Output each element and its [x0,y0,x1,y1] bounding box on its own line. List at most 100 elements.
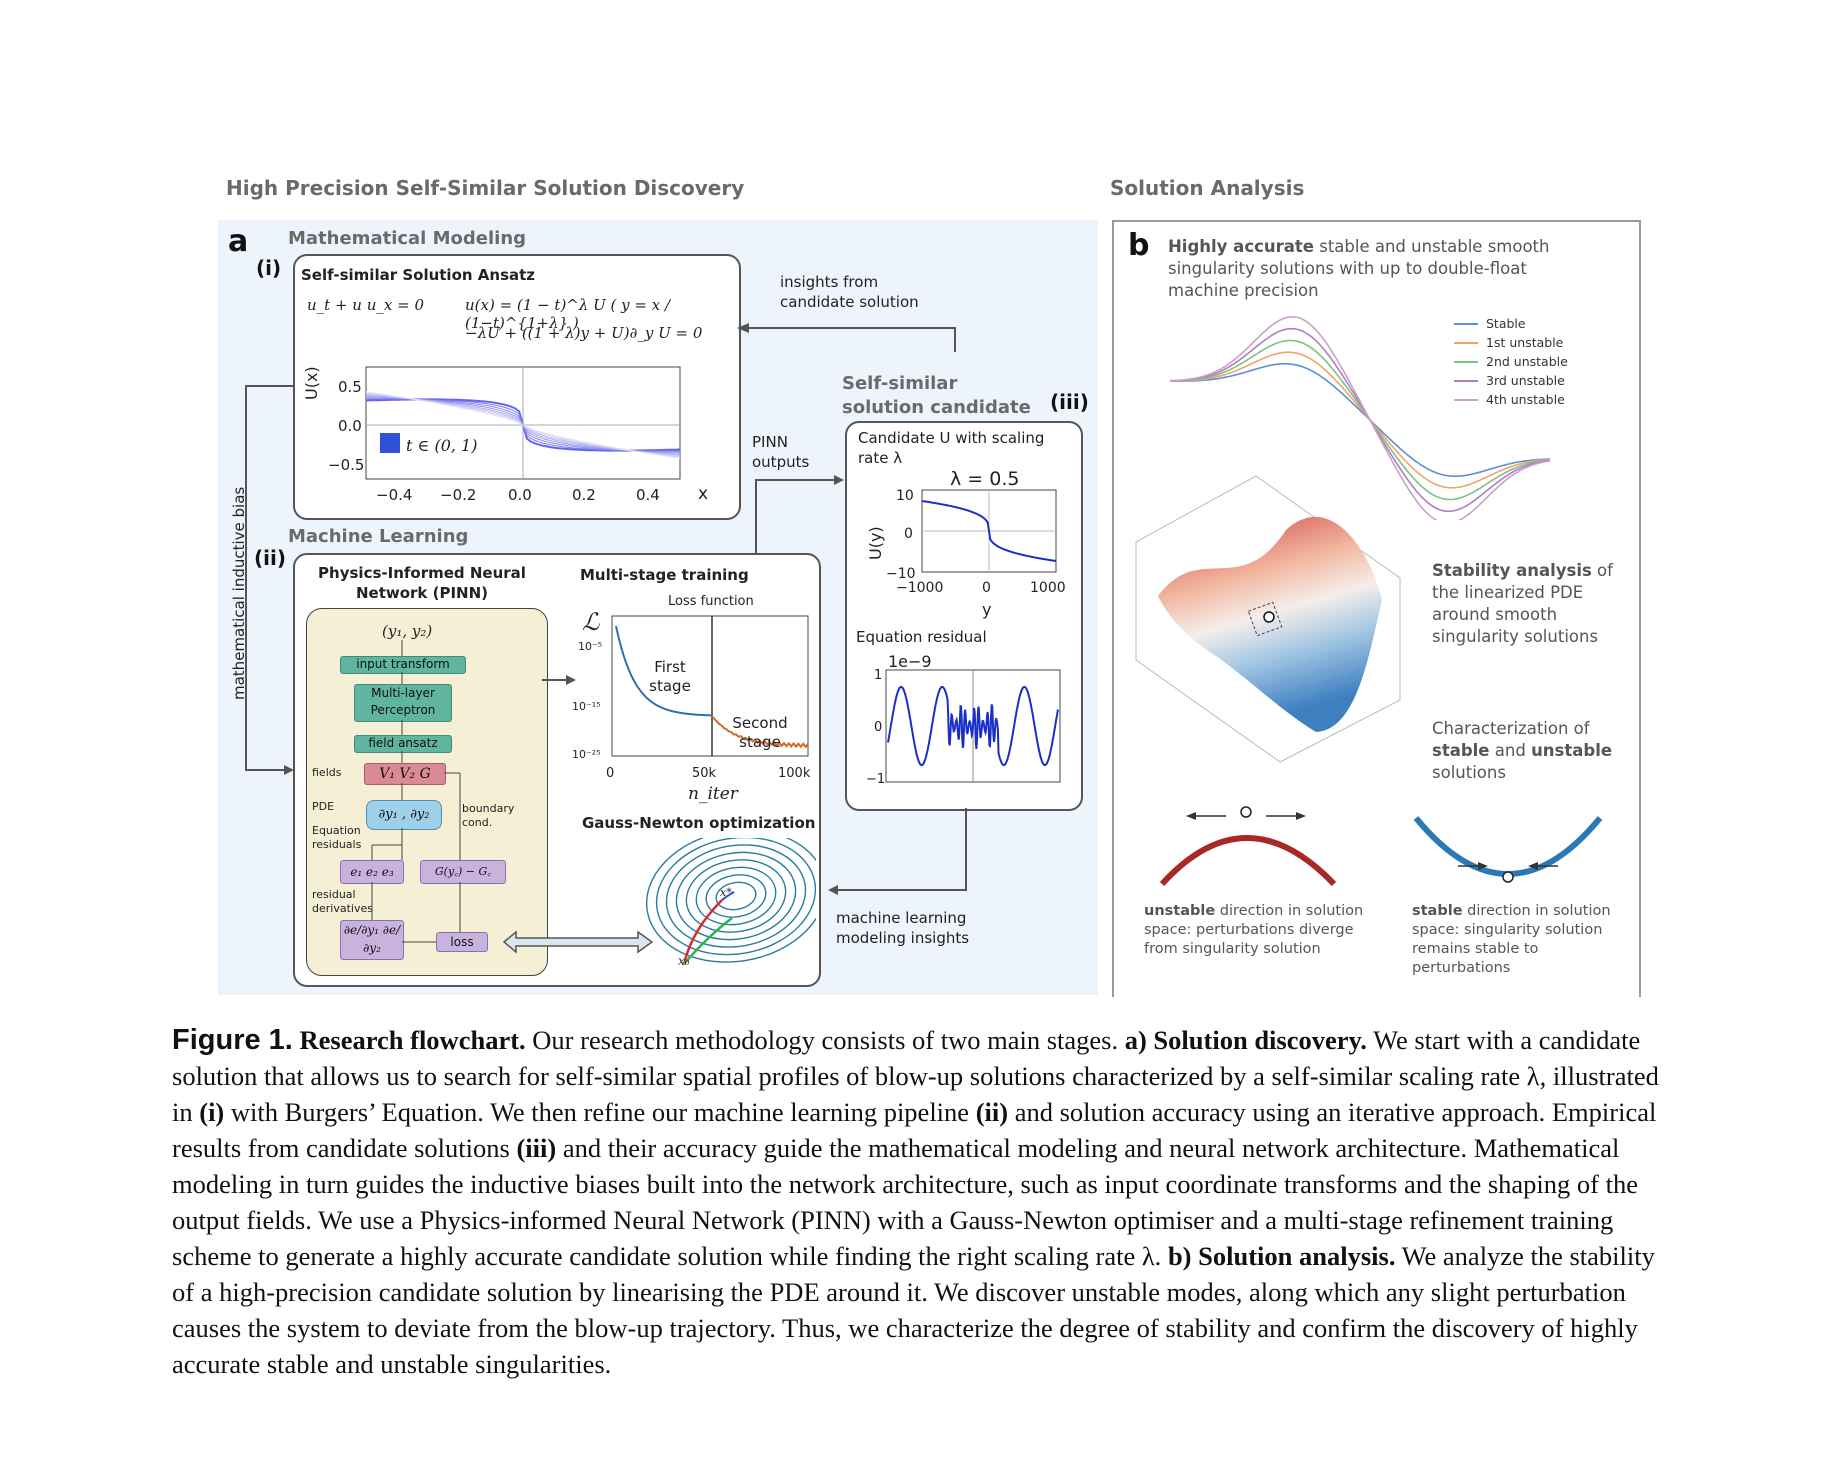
first-stage-label: First stage [649,658,691,695]
caption-iii-bold: (iii) [516,1133,557,1163]
residual-vars: e₁ e₂ e₃ [340,860,404,884]
legend-label: 3rd unstable [1486,373,1565,388]
legend-label: 1st unstable [1486,335,1564,350]
char-solutions: solutions [1432,763,1506,782]
candidate-curve [921,500,1057,562]
legend-swatch-line [1454,398,1478,401]
loss-symbol: ℒ [582,608,600,636]
stable-ball [1502,871,1514,883]
loss-xlabel: n_iter [688,784,738,804]
gn-ring-1 [715,881,757,911]
caption-b-bold: b) Solution analysis. [1167,1241,1396,1271]
stability-text: Stability analysis of the linearized PDE… [1432,560,1622,648]
loss-chart [611,615,809,757]
fields-vars: V₁ V₂ G [364,763,446,785]
eq-self-similar: −λU + ((1 + λ)y + U)∂_y U = 0 [465,324,703,342]
ansatz-title: Self-similar Solution Ansatz [301,266,536,284]
residual-derivs-label: residual derivatives [312,888,373,915]
legend-entry: Stable [1454,314,1568,333]
gn-ring-5 [675,851,797,941]
pinn-to-loss-arrow [542,675,576,685]
candidate-u-curve [921,500,1057,562]
figure-caption: Figure 1. Research flowchart. Our resear… [172,1022,1672,1382]
ux-xtick-2: −0.2 [440,486,477,504]
loss-xtick-3: 100k [778,766,811,781]
roman-iii: (iii) [1050,390,1089,414]
stability-bold: Stability analysis [1432,561,1592,580]
cand-ytick-2: 0 [904,526,913,542]
gn-end: x* [720,886,732,899]
unstable-diagram [1159,806,1337,887]
gn-title: Gauss-Newton optimization [582,814,816,832]
lambda-value: λ = 0.5 [950,468,1020,490]
cand-ytick-3: −10 [886,566,916,582]
pde-label: PDE [312,800,335,813]
legend-swatch [380,433,400,453]
gn-path-green [683,917,733,965]
loss-gn-double-arrow [502,930,654,954]
boundary-label: boundary cond. [462,802,515,829]
caption-p2: We start with a candidate solution that … [172,1025,1659,1127]
field-ansatz: field ansatz [354,735,452,753]
multistage-title: Multi-stage training [580,566,749,584]
caption-ii-bold: (ii) [975,1097,1009,1127]
unstable-ball [1240,806,1252,818]
gn-ring-8 [645,838,816,963]
boundary-expr: G(y꜀) − G꜀ [420,860,506,884]
deriv-expr: ∂e/∂y₁ ∂e/∂y₂ [340,920,404,960]
legend-swatch-line [1454,322,1478,325]
roman-ii: (ii) [254,546,286,570]
caption-figure-label: Figure 1. [172,1024,293,1056]
gn-ring-3 [695,866,777,926]
caption-p6: We analyze the stability of a high-preci… [172,1241,1655,1379]
legend-swatch-line [1454,341,1478,344]
stable-arc [1413,816,1603,877]
cand-xlabel: y [982,600,992,619]
loss-curves [615,625,809,749]
ux-curves [365,391,681,459]
pinn-title: Physics-Informed Neural Network (PINN) [318,564,526,602]
cand-xtick-3: 1000 [1030,580,1066,596]
eq-burgers: u_t + u u_x = 0 [307,296,424,314]
singularity-point [1263,611,1275,623]
candidate-desc: Candidate U with scaling rate λ [858,429,1045,467]
caption-title: Research flowchart. [299,1025,526,1055]
header-discovery: High Precision Self-Similar Solution Dis… [226,176,745,200]
caption-p5: and their accuracy guide the mathematica… [172,1133,1638,1271]
legend-swatch-line [1454,379,1478,382]
residual-title: Equation residual [856,628,987,646]
unstable-rest: direction in solution space: perturbatio… [1144,903,1364,957]
ux-ytick-2: 0.0 [338,417,362,435]
residual-curve [887,685,1059,767]
stability-rest: of the linearized PDE around smooth sing… [1432,561,1613,646]
unstable-arc [1159,835,1337,887]
gn-contour [645,838,816,965]
characterization-text: Characterization of stable and unstable … [1432,718,1622,784]
input-transform: input transform [340,656,466,674]
stable-diagram [1413,816,1603,883]
cand-ytick-1: 10 [896,488,914,504]
solution-legend: Stable 1st unstable 2nd unstable 3rd unstab… [1454,314,1568,409]
pinn-outputs-arrow [755,475,844,554]
panel-b-intro: Highly accurate stable and unstable smoo… [1168,236,1588,302]
intro-bold: Highly accurate [1168,237,1314,256]
loss-chart-frame [611,615,809,757]
ux-xlabel: x [698,484,709,504]
loss-ytick-1: 10⁻⁵ [578,640,603,653]
intro-rest: stable and unstable smooth singularity s… [1168,237,1550,300]
residual-curve-line [887,685,1059,767]
ux-xtick-5: 0.4 [636,486,660,504]
ml-insights-label: machine learning modeling insights [836,909,970,947]
legend-entry: 2nd unstable [1454,352,1568,371]
cand-xtick-2: 0 [982,580,991,596]
loss-function-label: Loss function [668,594,754,609]
loss-xtick-2: 50k [692,766,717,781]
char-prefix: Characterization of [1432,719,1590,738]
resid-ytick-1: 1 [874,668,883,683]
stability-surface [1135,475,1401,763]
mlp-block: Multi-layer Perceptron [354,684,452,722]
eq-residuals-label: Equation residuals [312,824,362,851]
pinn-input: (y₁, y₂) [382,622,433,640]
solution-curve-4 [1170,316,1551,520]
ux-xtick-4: 0.2 [572,486,596,504]
